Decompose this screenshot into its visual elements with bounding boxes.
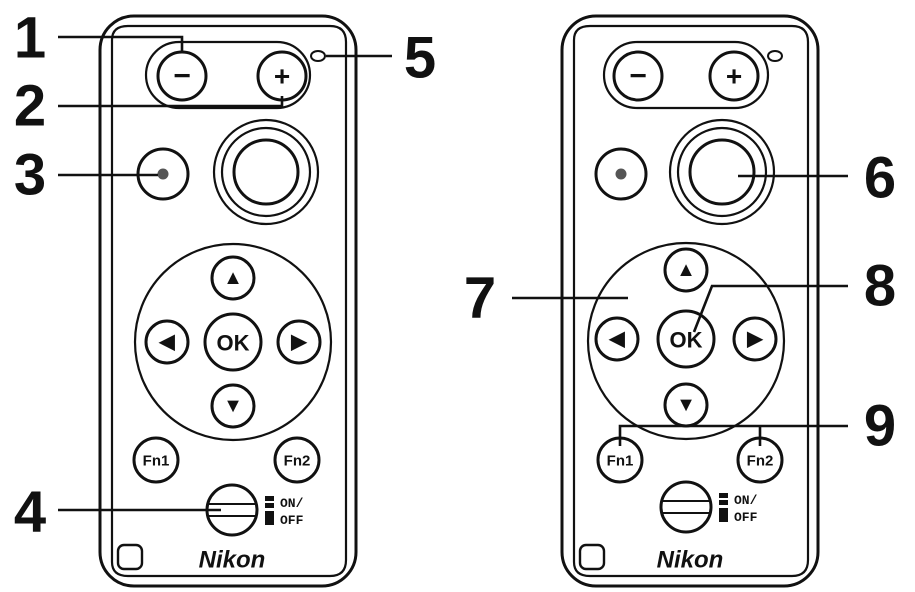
status-lamp [767, 50, 783, 62]
ok-button-label: OK [670, 328, 703, 353]
multi-selector-right-button[interactable]: ▶ [276, 319, 322, 365]
down-arrow-icon: ▼ [223, 395, 243, 417]
fn1-button[interactable]: Fn1 [132, 436, 180, 484]
zoom-minus-label: − [629, 60, 647, 93]
callout-7: 7 [464, 266, 496, 331]
callout-3: 3 [14, 143, 46, 208]
zoom-bar [602, 40, 770, 110]
strap-hole [116, 543, 144, 571]
callout-4: 4 [14, 480, 46, 545]
remote-switch-icon [719, 493, 728, 522]
callout-6: 6 [864, 146, 896, 211]
zoom-plus-label: + [726, 61, 742, 92]
down-arrow-icon: ▼ [676, 394, 696, 416]
record-button[interactable] [594, 147, 648, 201]
right-arrow-icon: ▶ [290, 331, 308, 353]
up-arrow-icon: ▲ [223, 267, 243, 289]
remote-body-inner-edge [110, 24, 348, 578]
ok-button[interactable]: OK [203, 312, 263, 372]
multi-selector-ring [133, 242, 333, 442]
callout-9: 9 [864, 394, 896, 459]
multi-selector-up-button[interactable]: ▲ [663, 247, 709, 293]
zoom-minus-button[interactable]: − [612, 50, 664, 102]
callout-numbers: 1 2 3 4 5 6 7 8 9 [14, 6, 896, 545]
fn1-label: Fn1 [143, 453, 170, 470]
ok-button[interactable]: OK [656, 309, 716, 369]
multi-selector-up-button[interactable]: ▲ [210, 255, 256, 301]
brand-logo: Nikon [657, 547, 724, 574]
shutter-release-button[interactable] [212, 118, 320, 226]
brand-logo: Nikon [199, 547, 266, 574]
remote-right: − + ▲ ▼ ◀ ▶ [560, 14, 820, 588]
zoom-minus-button[interactable]: − [156, 50, 208, 102]
callout-5: 5 [404, 26, 436, 91]
callout-leaders [58, 35, 848, 512]
power-switch-label-on: ON/ [280, 496, 304, 511]
record-dot-icon [615, 168, 627, 180]
up-arrow-icon: ▲ [676, 259, 696, 281]
multi-selector-down-button[interactable]: ▼ [663, 382, 709, 428]
power-switch[interactable] [659, 480, 713, 534]
zoom-plus-label: + [274, 61, 290, 92]
left-arrow-icon: ◀ [158, 331, 175, 353]
power-switch-label-on: ON/ [734, 493, 758, 508]
right-arrow-icon: ▶ [746, 328, 764, 350]
zoom-plus-button[interactable]: + [708, 50, 760, 102]
status-lamp [310, 50, 326, 62]
shutter-release-button[interactable] [668, 118, 776, 226]
power-switch-label-off: OFF [734, 510, 758, 525]
fn1-label: Fn1 [607, 453, 634, 470]
callout-1: 1 [14, 6, 46, 71]
callout-8: 8 [864, 254, 896, 319]
left-arrow-icon: ◀ [608, 328, 625, 350]
multi-selector-right-button[interactable]: ▶ [732, 316, 778, 362]
zoom-minus-label: − [173, 60, 191, 93]
fn2-label: Fn2 [747, 453, 774, 470]
multi-selector-left-button[interactable]: ◀ [144, 319, 190, 365]
leader-8 [692, 284, 848, 333]
remote-body-inner-edge [572, 24, 810, 578]
leader-2 [58, 96, 284, 108]
record-dot-icon [157, 168, 169, 180]
zoom-plus-button[interactable]: + [256, 50, 308, 102]
multi-selector-ring [586, 241, 786, 441]
multi-selector-left-button[interactable]: ◀ [594, 316, 640, 362]
strap-hole [578, 543, 606, 571]
fn2-label: Fn2 [284, 453, 311, 470]
power-switch-label-off: OFF [280, 513, 304, 528]
leader-9 [618, 424, 848, 446]
multi-selector-down-button[interactable]: ▼ [210, 383, 256, 429]
remote-switch-icon [265, 496, 274, 525]
zoom-bar [144, 40, 312, 110]
callout-2: 2 [14, 74, 46, 139]
leader-1 [58, 35, 184, 52]
fn2-button[interactable]: Fn2 [273, 436, 321, 484]
ok-button-label: OK [217, 331, 250, 356]
remote-left: − + ▲ ▼ ◀ [98, 14, 358, 588]
